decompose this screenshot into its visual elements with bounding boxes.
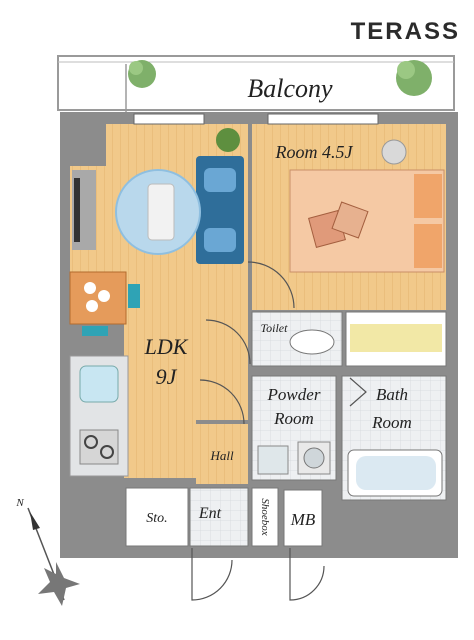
coffee-table <box>147 183 175 241</box>
plant-icon <box>216 128 240 152</box>
stove-icon <box>79 429 119 465</box>
ldk-size-label: 9J <box>156 364 178 389</box>
washbasin-icon <box>257 445 289 475</box>
powder-room-label-2: Room <box>273 409 314 428</box>
room-label: Room 4.5J <box>275 142 354 162</box>
bed <box>289 139 445 273</box>
hall-label: Hall <box>209 448 234 463</box>
dining-set <box>69 271 140 336</box>
closet <box>345 311 447 367</box>
powder-room-label: Powder <box>267 385 321 404</box>
storage-label: Sto. <box>146 511 167 526</box>
bath-room-label: Bath <box>376 385 408 404</box>
north-label: N <box>15 497 24 509</box>
sink-icon <box>79 365 119 403</box>
toilet-label: Toilet <box>261 321 289 335</box>
compass-icon <box>27 507 80 606</box>
balcony-label: Balcony <box>247 74 333 103</box>
bath-room-label-2: Room <box>371 413 412 432</box>
door-swings <box>191 261 367 601</box>
shoebox <box>251 487 279 547</box>
hall-floor <box>196 424 248 484</box>
tv-icon <box>74 178 80 242</box>
brand-logo: TERASS <box>350 18 460 45</box>
lamp-icon <box>381 139 407 165</box>
sofa <box>196 156 244 264</box>
balcony <box>57 55 455 112</box>
kitchen <box>69 355 129 477</box>
ldk-label: LDK <box>144 334 189 359</box>
storage <box>125 487 189 547</box>
mb-label: MB <box>290 510 316 529</box>
meter-box <box>283 489 323 547</box>
toilet-icon <box>289 329 335 355</box>
entrance <box>189 487 249 547</box>
entrance-label: Ent <box>198 505 222 522</box>
shoebox-label: Shoebox <box>259 498 271 535</box>
